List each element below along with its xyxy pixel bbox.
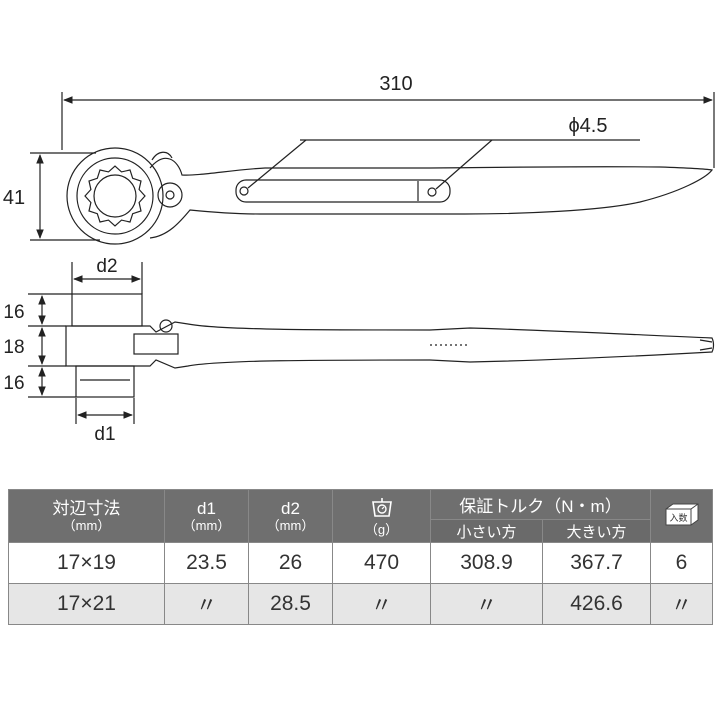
d2-label: d2 — [96, 256, 117, 277]
thickness-bottom-label: 16 — [3, 373, 24, 394]
hole-leader-left — [247, 139, 307, 189]
hole-right — [427, 187, 437, 197]
overall-length-label: 310 — [379, 73, 412, 95]
cell-d2: 26 — [248, 542, 333, 584]
socket-top — [71, 293, 143, 327]
hole-leader-right — [435, 139, 493, 190]
header-d1-main: d1 — [197, 499, 216, 518]
head-height-label: 41 — [3, 187, 25, 209]
table-row: 17×21 〃 28.5 〃 〃 426.6 〃 — [8, 583, 714, 625]
cell-weight: 470 — [332, 542, 431, 584]
spec-table: 対辺寸法 （mm） d1 （mm） d2 （mm） — [8, 489, 714, 625]
header-weight: （g） — [332, 489, 431, 543]
cell-torque-large: 367.7 — [541, 542, 652, 584]
hole-diameter-label: ϕ4.5 — [568, 115, 607, 137]
header-size-unit: （mm） — [62, 518, 111, 533]
header-d2-main: d2 — [281, 499, 300, 518]
box-icon: 入数 — [663, 501, 701, 532]
header-torque-large: 大きい方 — [541, 519, 652, 543]
wrench-top-outline — [149, 157, 714, 239]
cell-qty: 〃 — [650, 583, 714, 625]
side-pivot — [159, 319, 173, 333]
header-qty: 入数 — [650, 489, 714, 543]
twelve-point-socket — [84, 165, 146, 227]
thickness-mid-label: 18 — [3, 337, 24, 358]
header-torque: 保証トルク（N・m） — [429, 489, 652, 520]
cell-size: 17×19 — [8, 542, 165, 584]
header-d2-unit: （mm） — [266, 518, 315, 533]
cell-weight: 〃 — [332, 583, 431, 625]
scale-icon — [370, 496, 394, 523]
ring-head-outer — [66, 147, 164, 245]
socket-bottom — [75, 365, 135, 398]
handle-slot — [235, 179, 451, 203]
cell-qty: 6 — [650, 542, 714, 584]
side-lever — [133, 333, 179, 355]
pivot-pin — [165, 190, 175, 200]
header-torque-small: 小さい方 — [430, 519, 543, 543]
header-size: 対辺寸法 （mm） — [8, 489, 165, 543]
wrench-technical-drawing: 310 ϕ4.5 41 d2 d1 16 18 16 — [3, 73, 715, 445]
header-d2: d2 （mm） — [248, 489, 333, 543]
pawl-bump — [151, 151, 173, 161]
header-d1-unit: （mm） — [182, 518, 231, 533]
pivot-boss — [157, 182, 183, 208]
side-tip — [699, 339, 713, 351]
cell-d2: 28.5 — [248, 583, 333, 625]
cell-torque-small: 308.9 — [430, 542, 543, 584]
d1-label: d1 — [94, 424, 115, 445]
hole-left — [239, 186, 249, 196]
table-row: 17×19 23.5 26 470 308.9 367.7 6 — [8, 542, 714, 584]
header-d1: d1 （mm） — [164, 489, 249, 543]
side-view — [28, 262, 715, 424]
side-head-body — [65, 321, 715, 369]
ring-bore — [93, 174, 137, 218]
cell-d1: 23.5 — [164, 542, 249, 584]
ring-head-inner — [76, 157, 154, 235]
header-weight-unit: （g） — [364, 521, 399, 537]
cell-torque-small: 〃 — [430, 583, 543, 625]
cell-size: 17×21 — [8, 583, 165, 625]
top-view — [30, 92, 715, 245]
box-icon-text: 入数 — [669, 512, 687, 524]
thickness-top-label: 16 — [3, 302, 24, 323]
cell-torque-large: 426.6 — [541, 583, 652, 625]
header-size-main: 対辺寸法 — [52, 499, 121, 518]
cell-d1: 〃 — [164, 583, 249, 625]
